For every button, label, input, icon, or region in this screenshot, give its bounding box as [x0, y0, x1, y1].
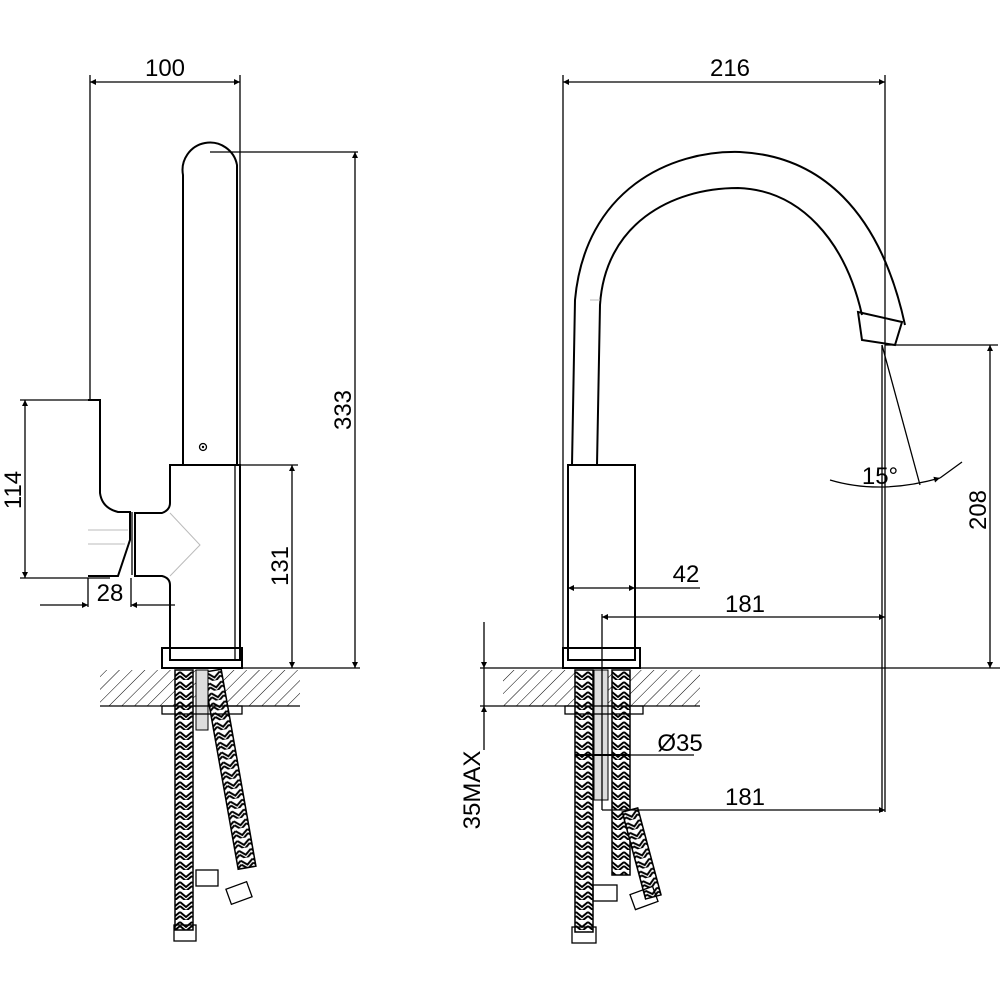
spout-side: [181, 141, 238, 465]
dim-reach-lower-181: 181: [725, 784, 765, 811]
spout-tip: [856, 310, 904, 347]
side-view: 100 333 114 28 131: [0, 55, 360, 942]
dim-reach-181: 181: [725, 591, 765, 618]
nut-side-2: [195, 869, 219, 887]
dim-counter-35max: 35MAX: [459, 751, 486, 830]
dim-hole-35: Ø35: [657, 730, 702, 757]
base-side: [161, 647, 243, 669]
body-side: [134, 464, 241, 661]
nut-front-1: [571, 926, 597, 944]
hose-side-2: [202, 668, 257, 871]
nut-side-1: [173, 924, 197, 942]
dim-body-42: 42: [673, 561, 700, 588]
gooseneck-inner: [596, 186, 863, 466]
hose-side-1: [174, 669, 194, 931]
handle-side: [88, 399, 131, 577]
hose-front-1: [574, 669, 594, 933]
dim-spout-208: 208: [965, 490, 992, 530]
dim-width-216: 216: [710, 55, 750, 82]
hose-front-2: [611, 669, 631, 876]
front-view: 15° 216 208 42 181 Ø35 181 35MAX: [459, 55, 1000, 944]
nut-front-2: [592, 884, 618, 902]
dim-handle-28: 28: [97, 580, 124, 607]
gooseneck-outer: [571, 150, 906, 466]
nut-front-3: [629, 885, 659, 911]
dim-angle-15: 15°: [862, 463, 898, 490]
nut-side-3: [225, 880, 253, 906]
dim-body-131: 131: [267, 546, 294, 586]
dim-height-333: 333: [330, 390, 357, 430]
dim-width-100: 100: [145, 55, 185, 82]
dim-handle-114: 114: [0, 471, 27, 509]
